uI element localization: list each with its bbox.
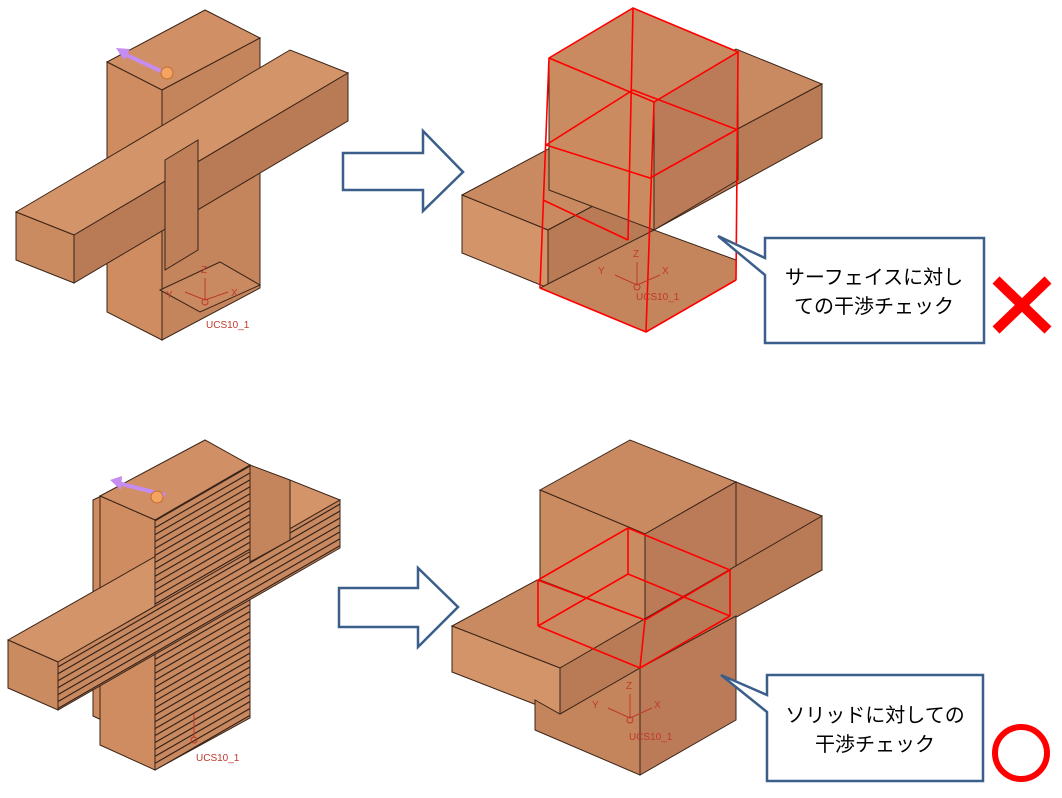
- row1-right-model: Z Y X UCS10_1: [460, 7, 824, 333]
- ucs-label: UCS10_1: [636, 292, 680, 303]
- axis-x-label: X: [654, 700, 661, 711]
- ucs-triad-row2-left: UCS10_1: [190, 714, 240, 764]
- axis-z-label: Z: [201, 265, 207, 276]
- ucs-triad-row1-left: Z Y X UCS10_1: [166, 265, 250, 331]
- axis-y-label: Y: [592, 700, 599, 711]
- axis-y-label: Y: [166, 290, 173, 301]
- callout-line-1: ソリッドに対しての: [785, 703, 964, 727]
- axis-z-label: Z: [626, 681, 632, 692]
- right-arrow-row1: [341, 127, 465, 214]
- callout-line-2: ての干渉チェック: [794, 294, 954, 318]
- right-arrow-row2: [337, 565, 460, 651]
- callout-surface: サーフェイスに対し ての干渉チェック: [717, 234, 986, 345]
- ucs-triad-row2-right: Z Y X UCS10_1: [592, 681, 673, 743]
- row2-right-model: Z Y X UCS10_1: [450, 439, 823, 776]
- row1-left-model: Z Y X UCS10_1: [14, 9, 350, 341]
- axis-y-label: Y: [598, 266, 605, 277]
- row2-left-model: UCS10_1: [6, 439, 342, 771]
- axis-x-label: X: [231, 288, 238, 299]
- interference-lines-row2: [537, 527, 732, 669]
- callout-line-1: サーフェイスに対し: [785, 265, 963, 289]
- circle-mark: [992, 724, 1050, 782]
- ucs-label: UCS10_1: [629, 732, 673, 743]
- callout-line-2: 干渉チェック: [815, 732, 935, 756]
- cross-mark: [992, 276, 1052, 334]
- ucs-label: UCS10_1: [206, 320, 250, 331]
- ucs-triad-row1-right: Z Y X UCS10_1: [598, 249, 680, 303]
- axis-z-label: Z: [633, 249, 639, 260]
- ucs-label: UCS10_1: [196, 753, 240, 764]
- callout-solid: ソリッドに対しての 干渉チェック: [720, 673, 985, 783]
- interference-lines-row1: [539, 7, 740, 333]
- axis-x-label: X: [662, 266, 669, 277]
